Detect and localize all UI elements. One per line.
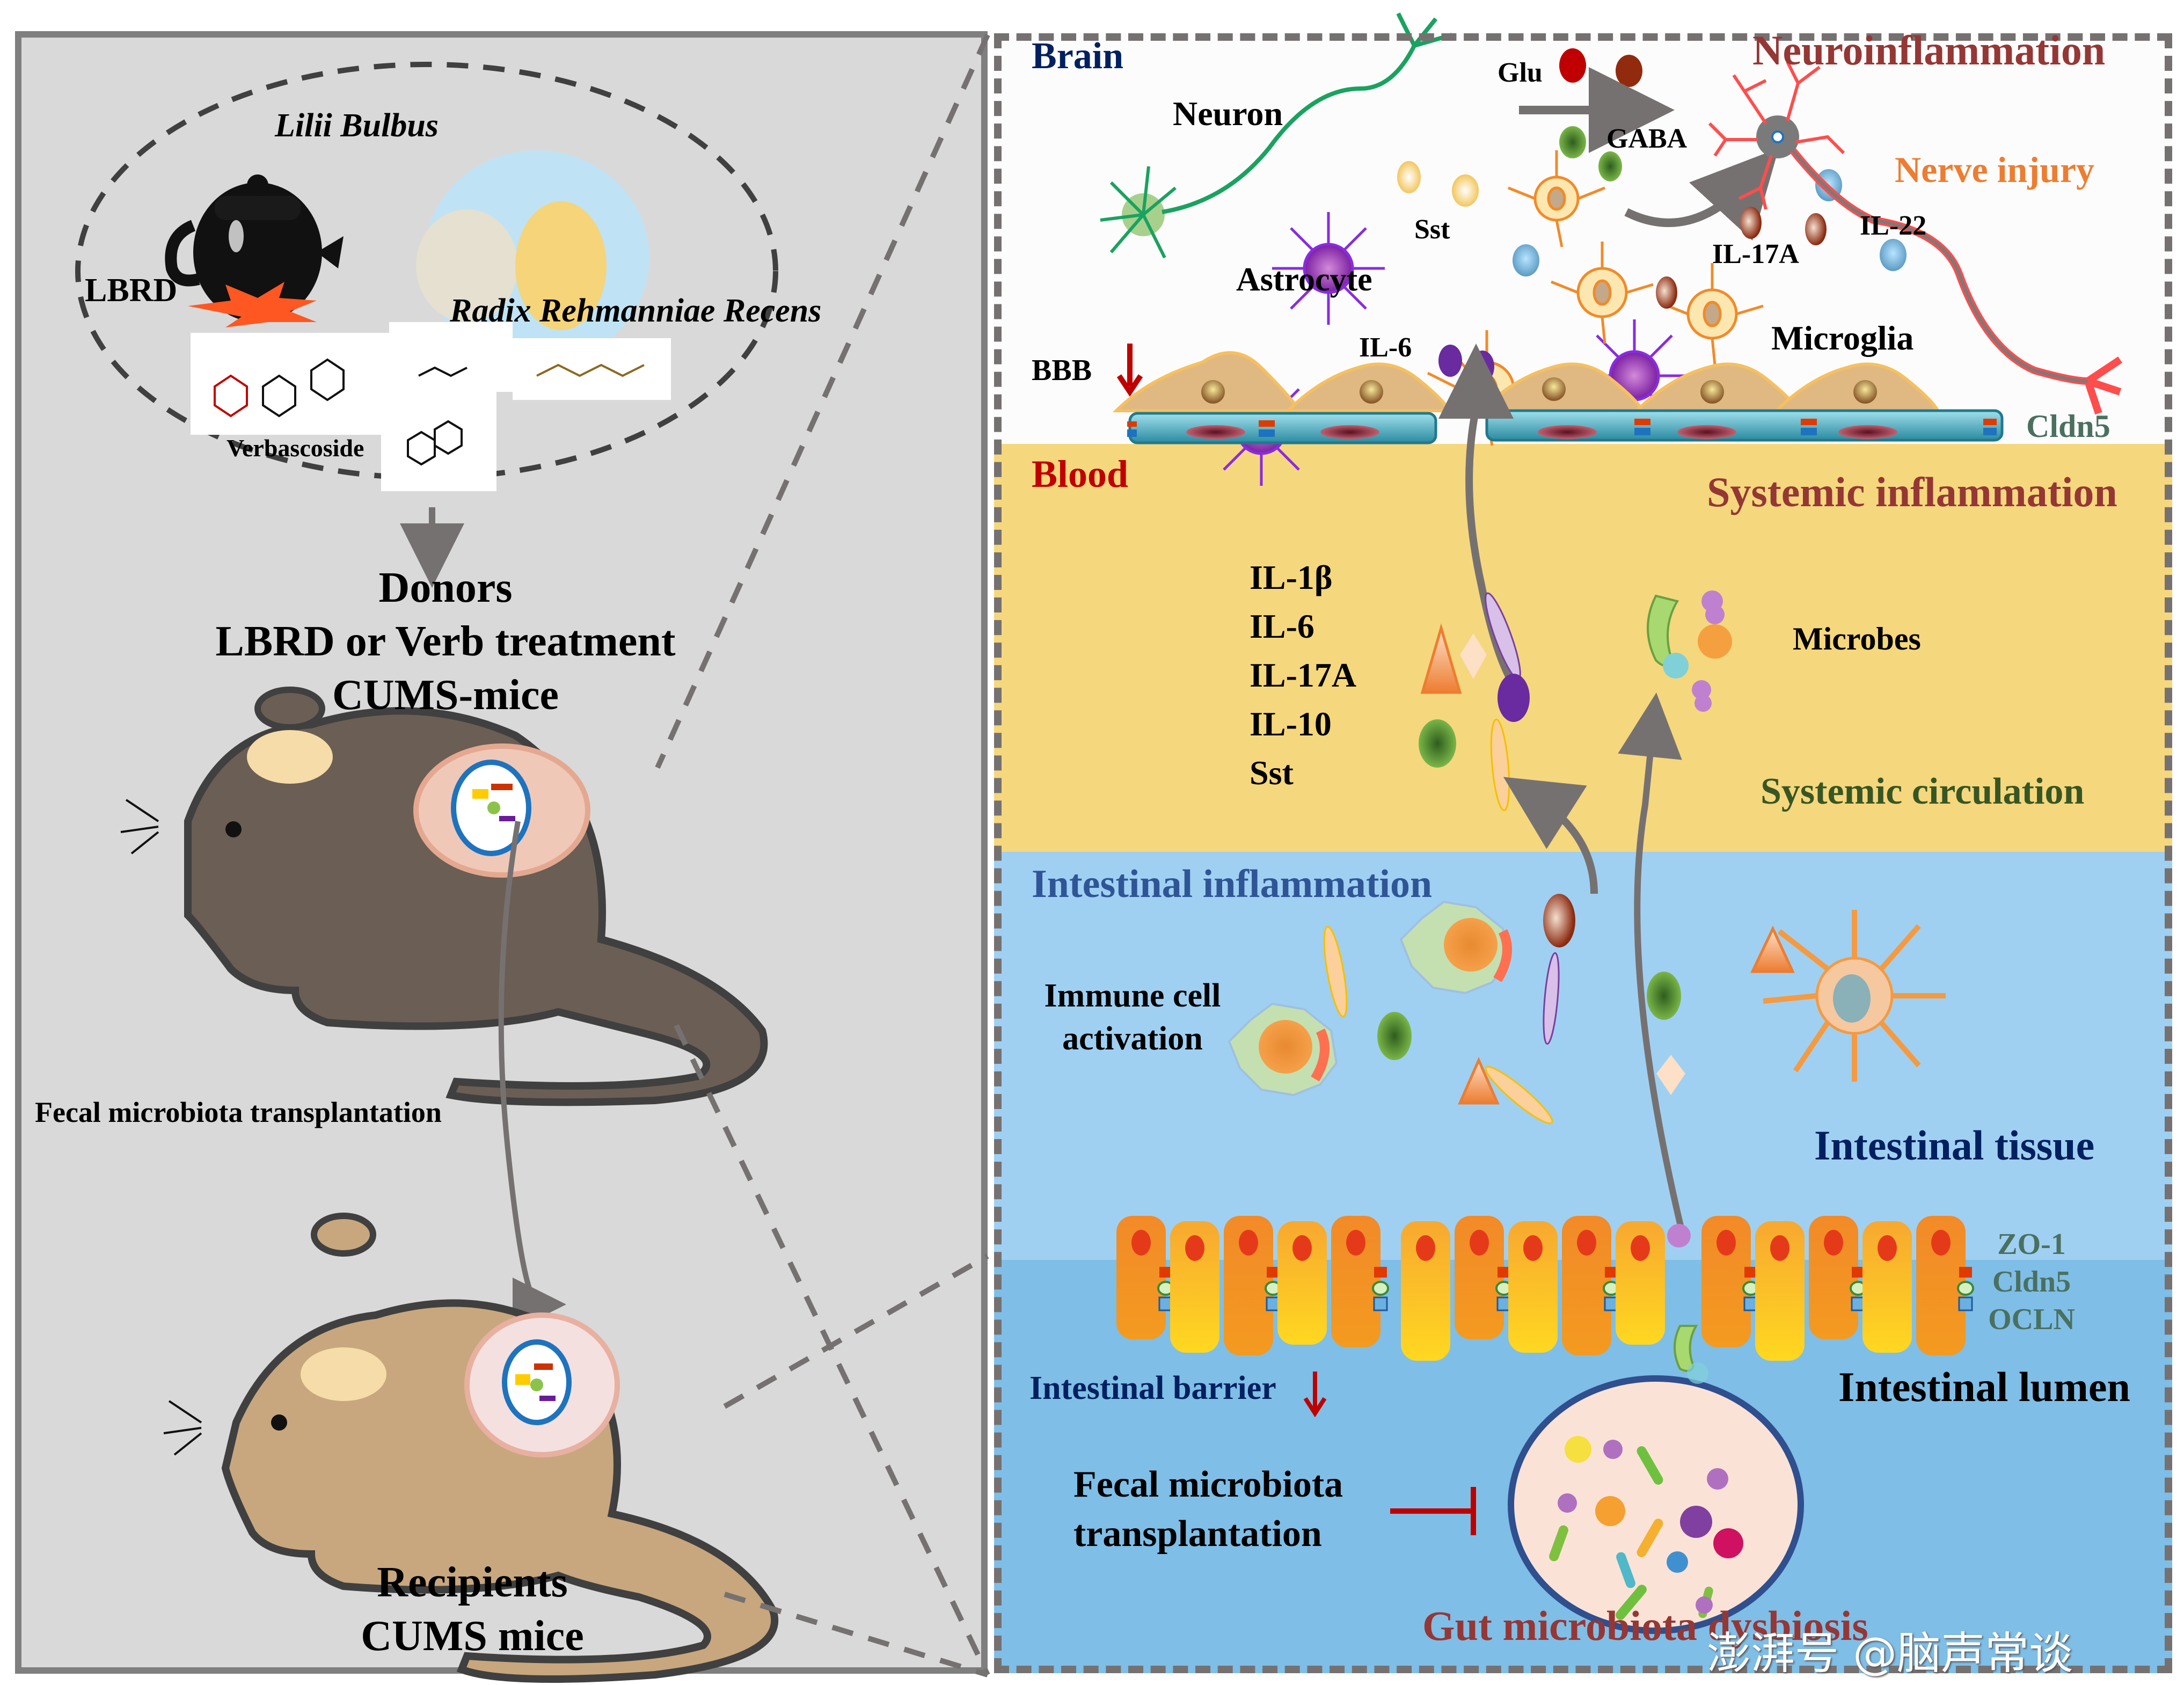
immune-activation-line1: Immune cell — [1044, 978, 1221, 1014]
cytokine-list: IL-1β IL-6 IL-17A IL-10 Sst — [1250, 553, 1356, 797]
intestinal-barrier-label: Intestinal barrier — [1029, 1370, 1276, 1406]
right-panel — [994, 33, 2172, 1673]
herb-label-radix-rehmanniae: Radix Rehmanniae Recens — [450, 293, 822, 329]
fmt-label-right: Fecal microbiota transplantation — [1073, 1460, 1343, 1559]
brain-title: Brain — [1032, 35, 1124, 77]
neuron-label: Neuron — [1173, 94, 1283, 133]
tj-cldn5: Cldn5 — [1992, 1265, 2071, 1299]
systemic-inflammation-label: Systemic inflammation — [1707, 469, 2117, 515]
herb-label-lilii-bulbus: Lilii Bulbus — [275, 107, 439, 144]
cytokine-sst: Sst — [1250, 754, 1294, 792]
glu-label: Glu — [1498, 57, 1543, 88]
donors-treatment: LBRD or Verb treatment — [215, 618, 676, 665]
cytokine-il6: IL-6 — [1250, 607, 1314, 645]
blood-title: Blood — [1032, 453, 1129, 495]
donors-label: Donors LBRD or Verb treatment CUMS-mice — [161, 561, 730, 722]
decoction-label-lbrd: LBRD — [85, 272, 178, 309]
gut-microbiota-dysbiosis-label: Gut microbiota dysbiosis — [1422, 1602, 1868, 1649]
fmt-line1: Fecal microbiota — [1073, 1464, 1343, 1505]
cldn5-bbb-label: Cldn5 — [2026, 409, 2110, 444]
immune-activation-line2: activation — [1062, 1020, 1203, 1057]
fmt-label-left: Fecal microbiota transplantation — [35, 1096, 442, 1128]
recipients-label: Recipients CUMS mice — [204, 1556, 741, 1663]
sst-label: Sst — [1414, 214, 1450, 245]
systemic-circulation-label: Systemic circulation — [1761, 771, 2085, 812]
immune-activation-label: Immune cell activation — [1022, 974, 1243, 1060]
compound-label-verbascoside: Verbascoside — [227, 434, 364, 462]
gaba-label: GABA — [1606, 123, 1688, 154]
intestinal-tissue-zone — [994, 852, 2172, 1260]
microbes-label: Microbes — [1793, 621, 1921, 657]
watermark: 澎湃号 @脑声常谈 — [1707, 1628, 2073, 1679]
intestinal-inflammation-label: Intestinal inflammation — [1032, 862, 1433, 906]
brain-zone — [994, 33, 2172, 444]
astrocyte-label: Astrocyte — [1236, 261, 1372, 298]
tj-ocln: OCLN — [1988, 1303, 2075, 1336]
tight-junction-labels: ZO-1 Cldn5 OCLN — [1975, 1226, 2088, 1338]
recipients-model: CUMS mice — [361, 1613, 584, 1660]
cytokine-il17a: IL-17A — [1250, 656, 1357, 694]
cytokine-il10: IL-10 — [1250, 705, 1332, 743]
intestinal-lumen-label: Intestinal lumen — [1838, 1363, 2130, 1410]
donors-model: CUMS-mice — [332, 672, 559, 719]
cytokine-il1b: IL-1β — [1250, 558, 1333, 596]
neuroinflammation-label: Neuroinflammation — [1752, 27, 2106, 74]
tj-zo1: ZO-1 — [1997, 1228, 2066, 1261]
recipients-title: Recipients — [377, 1559, 568, 1606]
intestinal-tissue-label: Intestinal tissue — [1814, 1122, 2095, 1169]
microglia-label: Microglia — [1771, 319, 1914, 357]
donors-title: Donors — [378, 564, 513, 611]
il6-brain-label: IL-6 — [1359, 332, 1412, 363]
bbb-label: BBB — [1032, 354, 1092, 387]
il22-label: IL-22 — [1860, 210, 1927, 241]
nerve-injury-label: Nerve injury — [1895, 149, 2095, 190]
il17a-brain-label: IL-17A — [1712, 239, 1799, 269]
fmt-line2: transplantation — [1073, 1513, 1322, 1555]
